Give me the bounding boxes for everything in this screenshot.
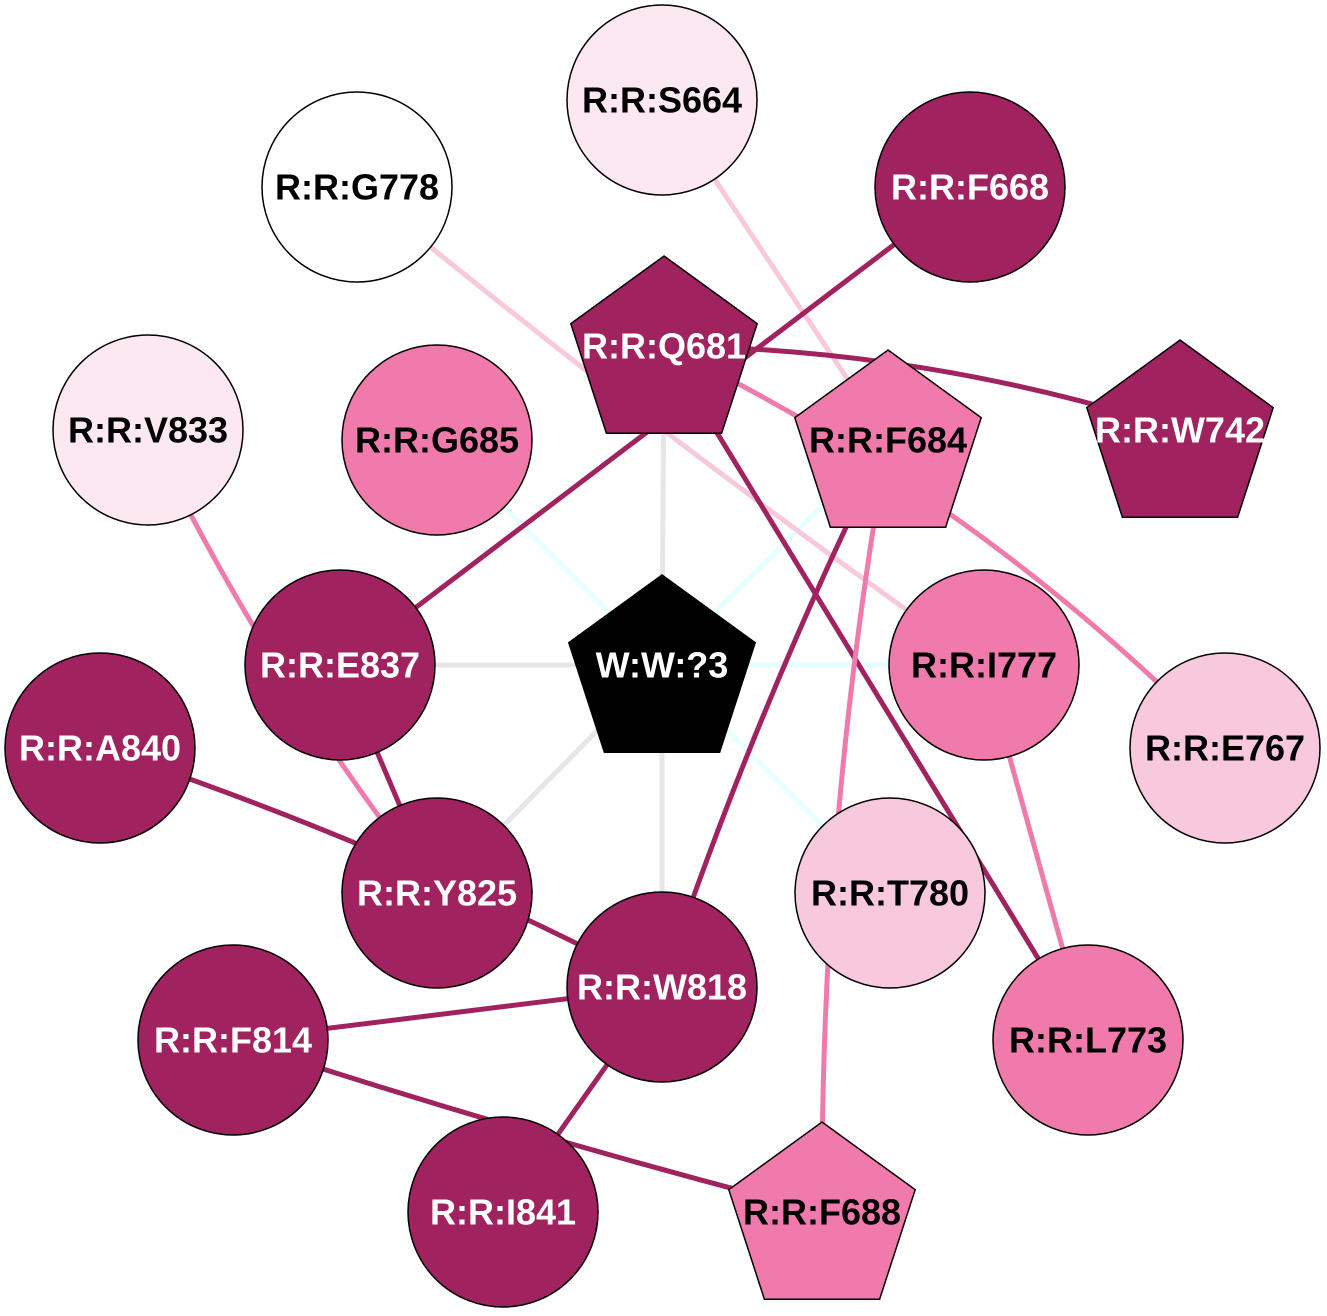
node-circle [341,344,533,536]
node-i777: R:R:I777 [888,569,1080,761]
node-e767: R:R:E767 [1129,652,1321,844]
node-label: R:R:W818 [577,967,747,1008]
node-v833: R:R:V833 [52,334,244,526]
node-label: R:R:L773 [1009,1020,1167,1061]
node-g685: R:R:G685 [341,344,533,536]
node-circle [874,91,1066,283]
node-l773: R:R:L773 [992,944,1184,1136]
node-circle [52,334,244,526]
node-g778: R:R:G778 [261,91,453,283]
edge-q681-e767 [662,343,1227,750]
node-label: R:R:G778 [275,167,439,208]
node-pentagon [567,574,757,754]
node-label: R:R:F814 [154,1020,312,1061]
node-label: R:R:S664 [582,80,742,121]
node-f684: R:R:F684 [793,349,983,529]
node-circle [407,1116,599,1308]
node-pentagon [727,1121,917,1301]
node-pentagon [793,349,983,529]
node-label: R:R:Q681 [582,326,746,367]
node-pentagon [569,255,759,435]
node-label: R:R:G685 [355,420,519,461]
node-f668: R:R:F668 [874,91,1066,283]
node-e837: R:R:E837 [244,569,436,761]
node-circle [341,797,533,989]
node-circle [4,652,196,844]
node-circle [992,944,1184,1136]
node-pentagon [1085,339,1275,519]
node-f688: R:R:F688 [727,1121,917,1301]
node-circle [261,91,453,283]
node-label: R:R:F668 [891,167,1049,208]
node-circle [794,797,986,989]
node-label: R:R:F684 [809,420,967,461]
node-i841: R:R:I841 [407,1116,599,1308]
node-w742: R:R:W742 [1085,339,1275,519]
node-q681: R:R:Q681 [569,255,759,435]
node-label: R:R:F688 [743,1192,901,1233]
node-label: R:R:E767 [1145,728,1305,769]
node-circle [888,569,1080,761]
node-w818: R:R:W818 [566,891,758,1083]
node-w3: W:W:?3 [567,574,757,754]
node-circle [1129,652,1321,844]
node-label: R:R:E837 [260,645,420,686]
node-label: R:R:T780 [811,873,969,914]
node-circle [566,4,758,196]
node-circle [244,569,436,761]
node-a840: R:R:A840 [4,652,196,844]
node-label: R:R:I777 [911,645,1057,686]
node-s664: R:R:S664 [566,4,758,196]
edge-q681-l773 [661,344,1091,1042]
node-label: R:R:I841 [430,1192,576,1233]
node-label: R:R:W742 [1095,410,1265,451]
node-y825: R:R:Y825 [341,797,533,989]
node-circle [566,891,758,1083]
node-label: R:R:A840 [19,728,181,769]
node-label: R:R:Y825 [357,873,517,914]
node-label: W:W:?3 [596,645,729,686]
node-circle [137,944,329,1136]
node-t780: R:R:T780 [794,797,986,989]
node-f814: R:R:F814 [137,944,329,1136]
node-label: R:R:V833 [68,410,228,451]
